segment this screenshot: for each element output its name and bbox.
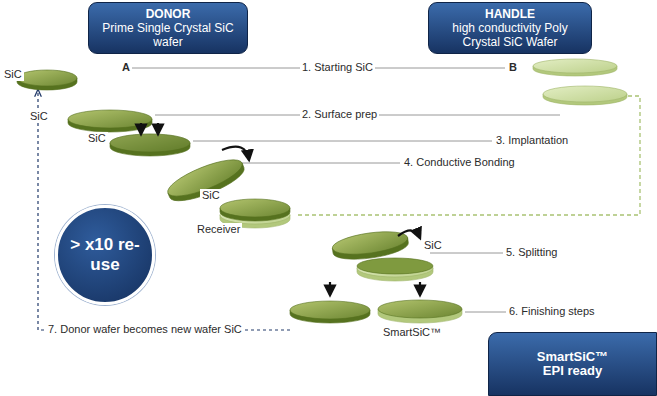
step-label: SiC <box>2 68 24 81</box>
node-heading: DONOR <box>95 7 241 21</box>
process-arrows <box>141 123 420 295</box>
node-body: high conductivity Poly Crystal SiC Wafer <box>435 21 585 49</box>
node-heading: SmartSiC™ <box>495 350 650 364</box>
wafer-letter: A <box>120 61 132 74</box>
wafers <box>17 59 627 323</box>
node-body: EPI ready <box>495 364 650 378</box>
step-label: 3. Implantation <box>494 134 570 147</box>
donor-header-box: DONORPrime Single Crystal SiC wafer <box>88 2 248 54</box>
reuse-flow <box>38 90 290 330</box>
wafer-letter: B <box>507 61 519 74</box>
handle-flow <box>295 96 640 215</box>
node-heading: HANDLE <box>435 7 585 21</box>
reuse-circle: > x10 re-use <box>55 205 155 305</box>
step-label: SiC <box>200 189 222 202</box>
step-label: SiC <box>86 132 108 145</box>
handle-header-box: HANDLEhigh conductivity Poly Crystal SiC… <box>428 2 592 54</box>
step-label: 6. Finishing steps <box>507 305 597 318</box>
step-label: Receiver <box>195 223 242 236</box>
step-label: 5. Splitting <box>504 246 559 259</box>
node-heading: > x10 re-use <box>69 235 141 275</box>
step-label: SiC <box>28 110 50 123</box>
step-label: 1. Starting SiC <box>300 61 375 74</box>
step-label: 2. Surface prep <box>300 108 379 121</box>
step-label: SiC <box>422 239 444 252</box>
smartsic-box: SmartSiC™EPI ready <box>488 332 657 396</box>
step-label: 7. Donor wafer becomes new wafer SiC <box>46 323 244 336</box>
node-body: Prime Single Crystal SiC wafer <box>95 21 241 49</box>
step-label: 4. Conductive Bonding <box>402 156 517 169</box>
step-label: SmartSiC™ <box>381 326 443 339</box>
leader-lines <box>132 68 560 312</box>
